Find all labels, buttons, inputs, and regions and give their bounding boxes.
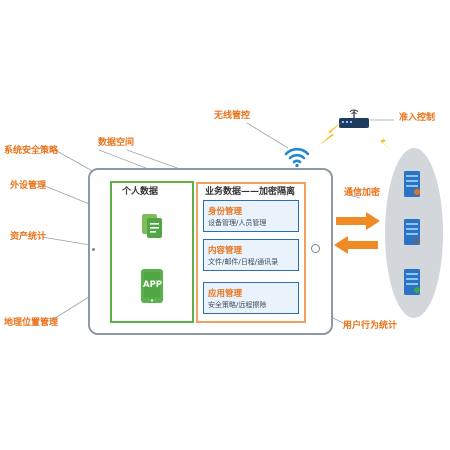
server-icon xyxy=(404,171,420,197)
label-user-behavior-stats: 用户行为统计 xyxy=(343,321,398,331)
label-asset-stats: 资产统计 xyxy=(10,232,47,242)
app-label: APP xyxy=(143,280,163,290)
content-mgmt-desc: 文件/邮件/日程/通讯录 xyxy=(208,258,279,266)
tablet-camera xyxy=(92,248,95,251)
label-geo-location-mgmt: 地理位置管理 xyxy=(4,318,59,328)
app-icon xyxy=(141,269,163,303)
label-security-policy: 系统安全策略 xyxy=(4,146,59,156)
work-data-title: 业务数据——加密隔离 xyxy=(205,187,296,197)
router-icon xyxy=(339,109,369,128)
wifi-icon xyxy=(284,147,310,168)
app-mgmt-title: 应用管理 xyxy=(208,289,243,299)
label-peripheral-mgmt: 外设管理 xyxy=(10,181,47,191)
arrow-left-icon xyxy=(334,236,378,254)
personal-data-title: 个人数据 xyxy=(122,187,159,197)
tablet-home-button xyxy=(311,244,320,253)
identity-mgmt-box: 身份管理 设备管理/人员管理 xyxy=(203,200,299,232)
label-access-control: 准入控制 xyxy=(399,113,436,123)
server-icon xyxy=(404,219,420,245)
content-mgmt-box: 内容管理 文件/邮件/日程/通讯录 xyxy=(203,239,299,271)
document-icon xyxy=(142,214,162,238)
identity-mgmt-title: 身份管理 xyxy=(208,207,243,217)
label-comm-encryption: 通信加密 xyxy=(344,188,381,198)
identity-mgmt-desc: 设备管理/人员管理 xyxy=(208,219,267,227)
lightning-icon xyxy=(374,130,394,152)
app-mgmt-box: 应用管理 安全策略/远程擦除 xyxy=(203,282,299,314)
label-wireless-control: 无线管控 xyxy=(214,111,251,121)
label-data-space: 数据空间 xyxy=(98,138,135,148)
personal-data-panel xyxy=(110,181,194,323)
content-mgmt-title: 内容管理 xyxy=(208,246,243,256)
arrow-right-icon xyxy=(336,212,380,230)
app-mgmt-desc: 安全策略/远程擦除 xyxy=(208,301,267,309)
server-icon xyxy=(404,269,420,295)
work-data-panel xyxy=(196,182,306,323)
lightning-icon xyxy=(318,122,342,146)
